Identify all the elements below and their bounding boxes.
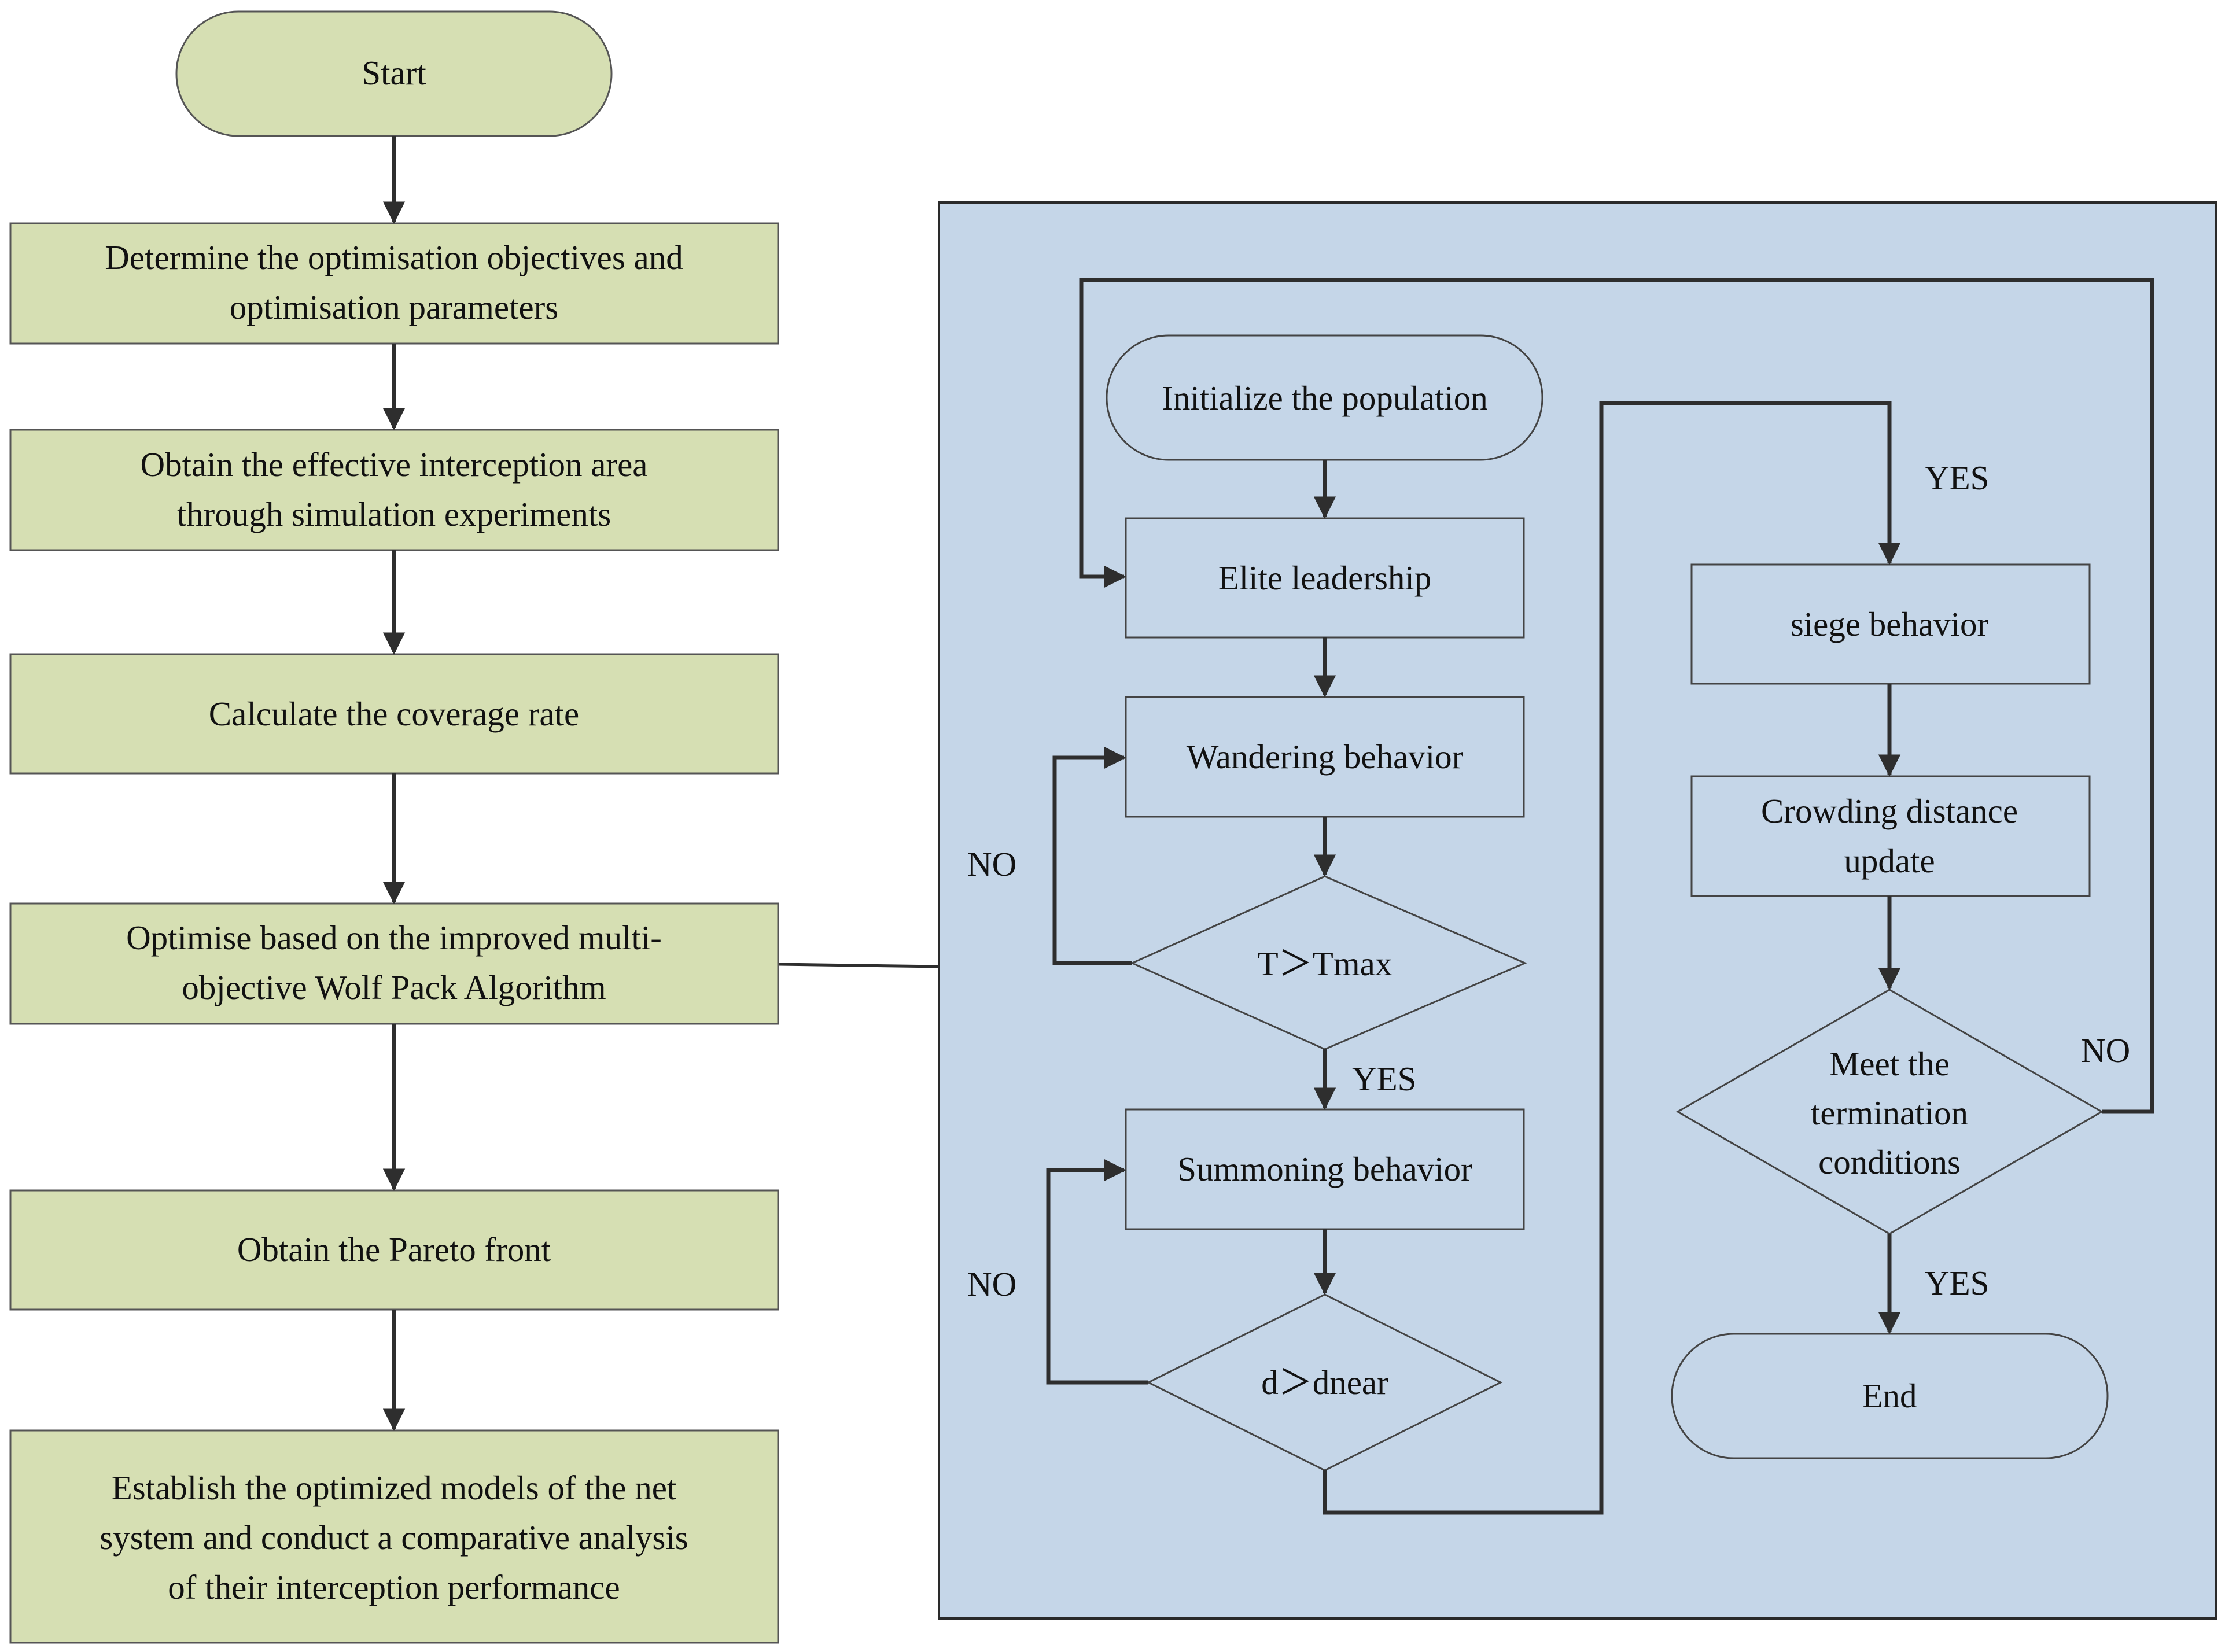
siege-behavior-box [1690, 563, 2091, 685]
crowding-line-2: update [1844, 842, 1935, 880]
step2-line-2: through simulation experiments [177, 495, 611, 533]
step5-line-1: Obtain the Pareto front [237, 1230, 551, 1269]
step1-line-1: Determine the optimisation objectives an… [105, 238, 683, 276]
crowding-line-1: Crowding distance [1761, 792, 2018, 830]
termination-line-2: termination [1811, 1094, 1968, 1132]
no-label-termination: NO [2081, 1031, 2130, 1070]
crowding-distance-box [1690, 775, 2091, 897]
elite-label: Elite leadership [1218, 559, 1432, 597]
step6-line-3: of their interception performance [168, 1568, 620, 1606]
step4-line-2: objective Wolf Pack Algorithm [182, 968, 606, 1006]
step2-line-1: Obtain the effective interception area [141, 445, 648, 484]
d-condition-label: d＞dnear [1261, 1363, 1388, 1402]
yes-label-siege: YES [1925, 459, 1989, 497]
siege-label: siege behavior [1791, 605, 1989, 643]
step-establish-models [9, 1429, 779, 1644]
loop-d-no-to-summoning [1046, 1159, 1148, 1385]
loop-termination-no-to-elite [1079, 278, 2154, 1114]
init-label: Initialize the population [1162, 379, 1488, 417]
end-label: End [1862, 1377, 1917, 1415]
step6-line-2: system and conduct a comparative analysi… [100, 1518, 688, 1557]
termination-line-1: Meet the [1829, 1045, 1950, 1083]
no-label-summoning: NO [967, 1265, 1016, 1303]
no-label-wandering: NO [967, 845, 1016, 883]
t-condition-label: T＞Tmax [1258, 945, 1393, 983]
elite-leadership-box [1125, 517, 1525, 639]
start-label: Start [362, 54, 426, 92]
connector-d-yes-to-siege [1323, 401, 1901, 1515]
step4-line-1: Optimise based on the improved multi- [126, 919, 662, 957]
step-coverage-rate [9, 653, 779, 775]
termination-line-3: conditions [1818, 1143, 1961, 1181]
yes-label-end: YES [1925, 1264, 1989, 1302]
step1-line-2: optimisation parameters [230, 288, 559, 326]
step6-line-1: Establish the optimized models of the ne… [112, 1469, 677, 1507]
panel-connector [778, 963, 940, 968]
loop-t-no-to-wandering [1052, 746, 1132, 965]
summoning-label: Summoning behavior [1177, 1150, 1472, 1188]
step-interception-area [9, 429, 779, 551]
yes-label-t: YES [1352, 1060, 1416, 1098]
wandering-label: Wandering behavior [1187, 738, 1464, 776]
step3-line-1: Calculate the coverage rate [209, 695, 579, 733]
